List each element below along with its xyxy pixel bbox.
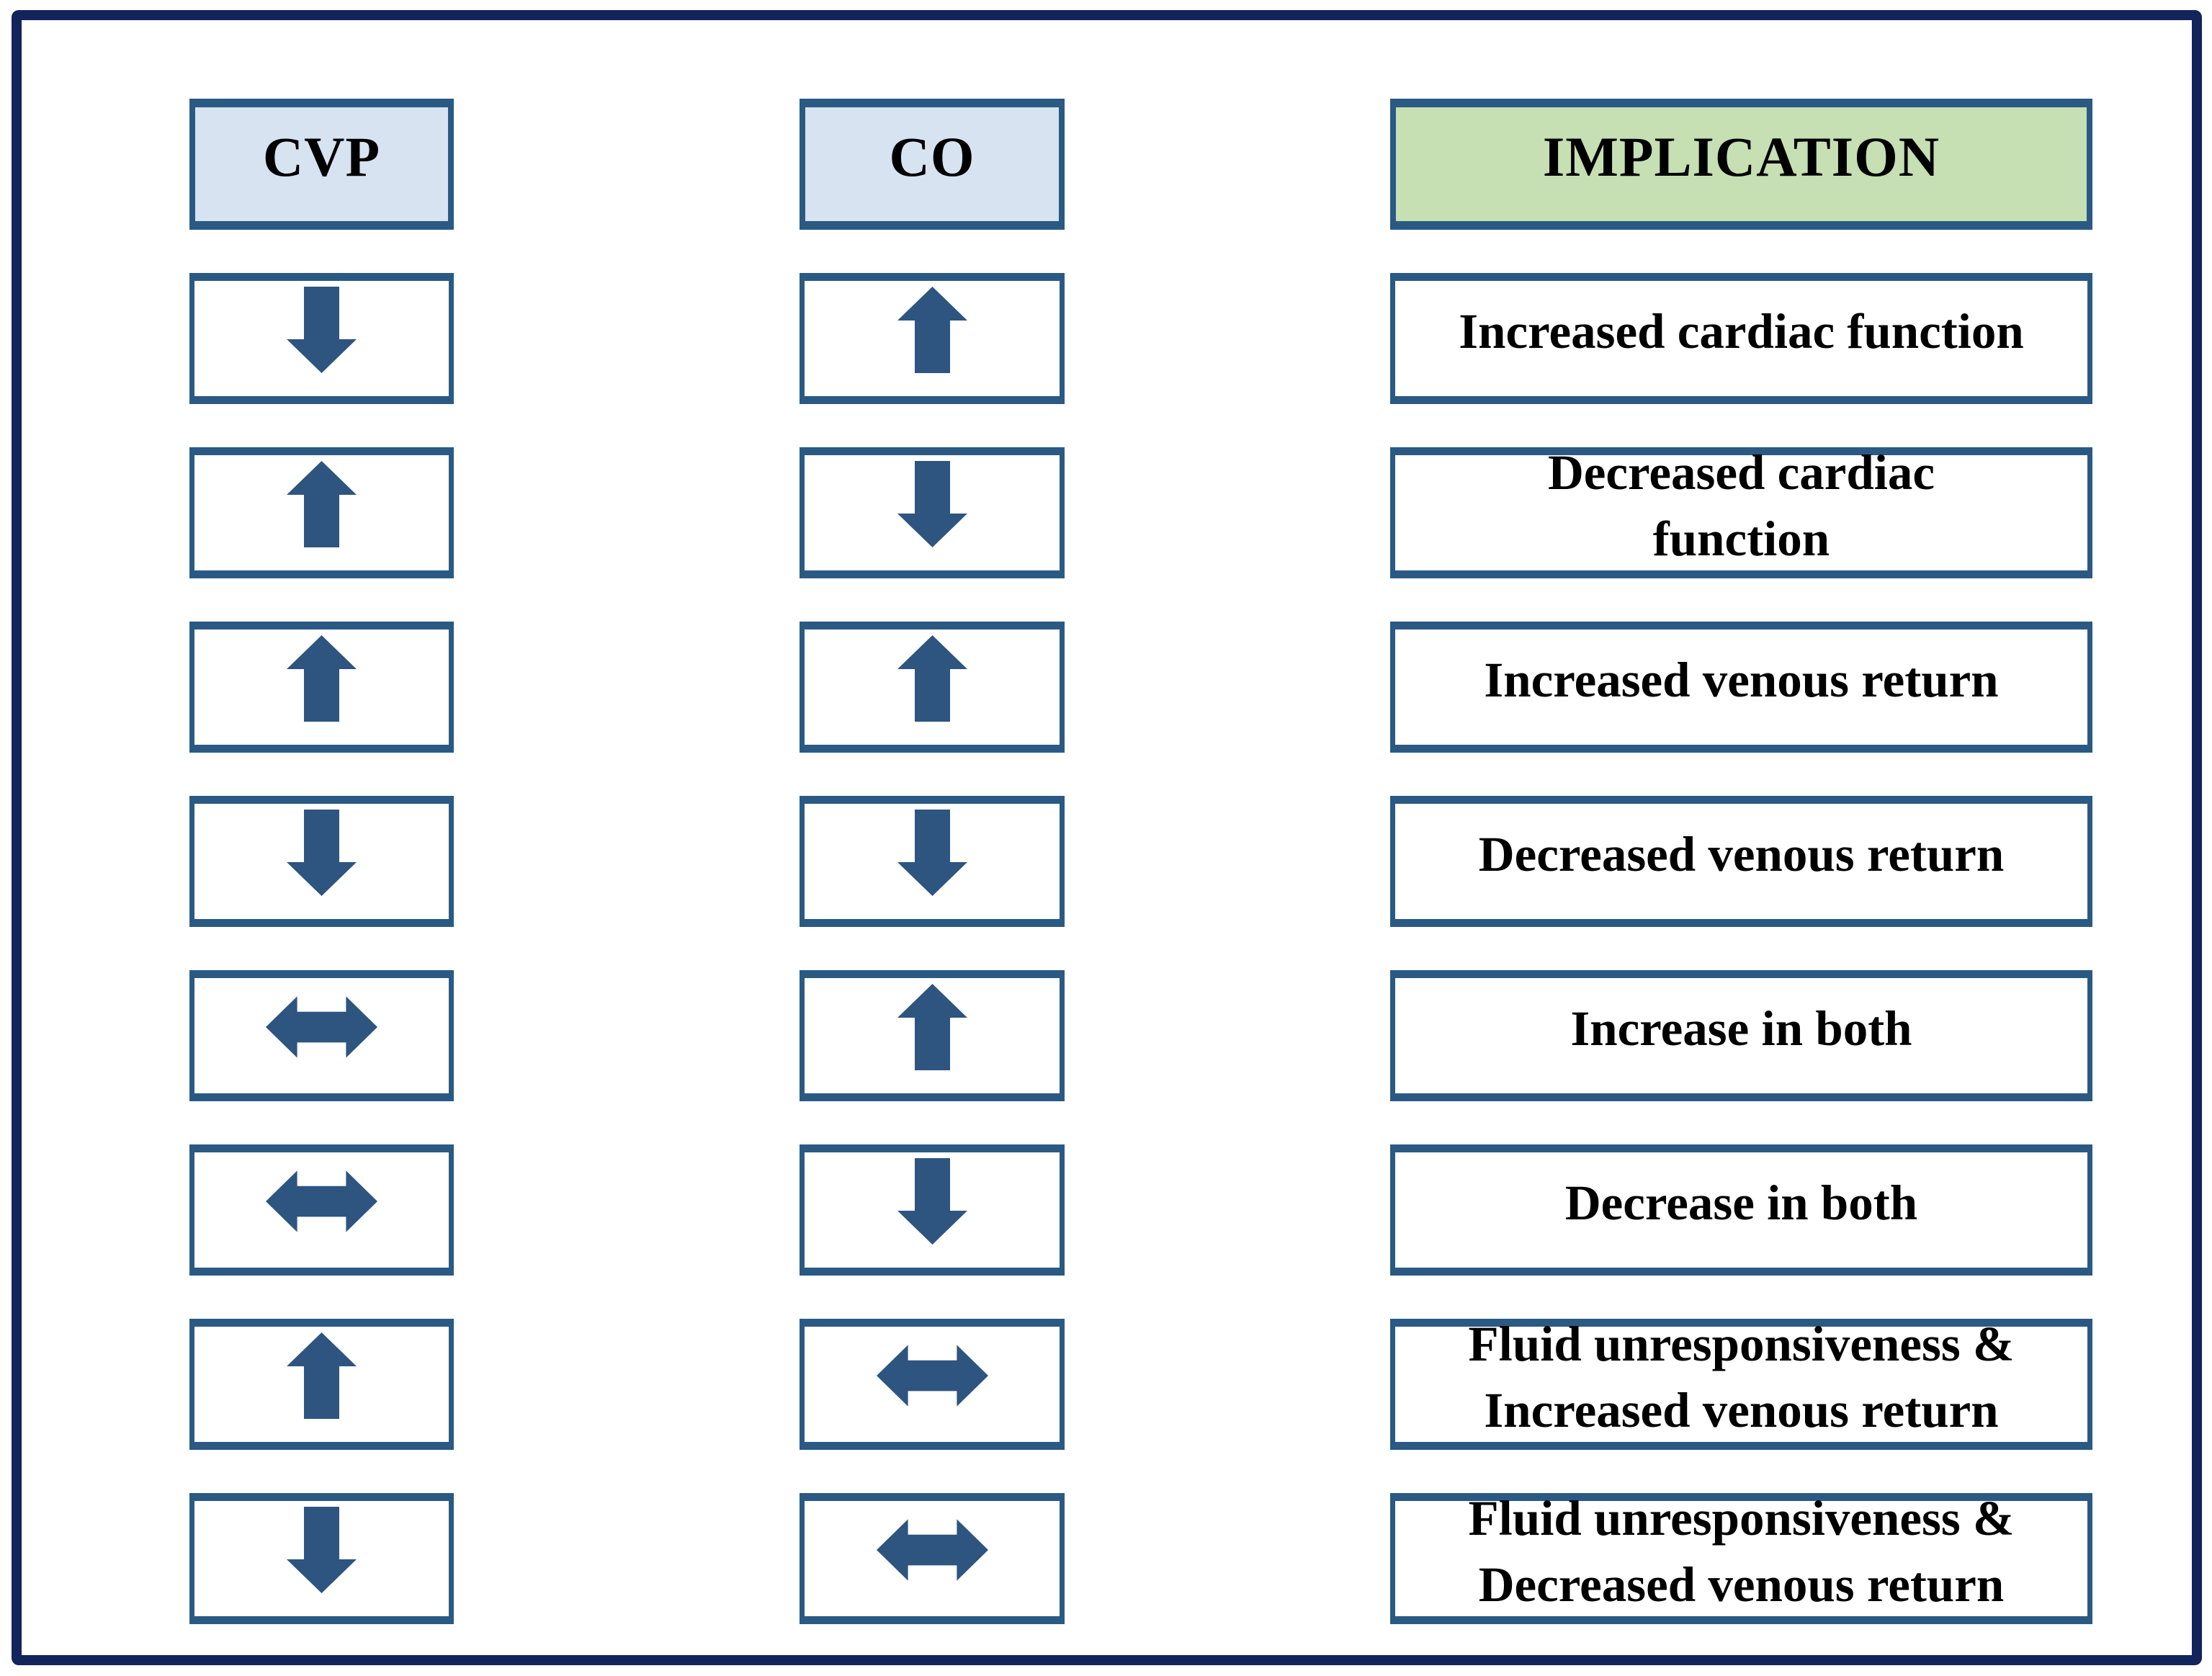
down-arrow-icon bbox=[897, 1158, 967, 1245]
co-arrow-cell-row7 bbox=[800, 1319, 1065, 1450]
cvp-arrow-cell-row6 bbox=[189, 1144, 454, 1276]
up-arrow-icon bbox=[897, 287, 967, 373]
implication-text: Increased venous return bbox=[1484, 647, 1998, 713]
implication-line: Increased cardiac function bbox=[1459, 304, 2024, 359]
down-arrow-icon bbox=[897, 810, 967, 896]
left-right-arrow-icon bbox=[266, 1170, 377, 1232]
implication-line: Decreased venous return bbox=[1478, 1557, 2005, 1612]
implication-cell-row2: Decreased cardiac function bbox=[1390, 445, 2092, 578]
up-arrow-icon bbox=[287, 635, 357, 722]
implication-line: Increase in both bbox=[1570, 1001, 1912, 1056]
co-arrow-cell-row2 bbox=[800, 447, 1065, 578]
implication-cell-row8: Fluid unresponsiveness & Decreased venou… bbox=[1390, 1491, 2092, 1624]
up-arrow-icon bbox=[897, 984, 967, 1070]
cvp-arrow-cell-row8 bbox=[189, 1493, 454, 1624]
implication-column-header: IMPLICATION bbox=[1390, 99, 2092, 230]
implication-line: Decreased cardiac bbox=[1547, 445, 1935, 500]
co-arrow-cell-row8 bbox=[800, 1493, 1065, 1624]
implication-line: Decrease in both bbox=[1564, 1175, 1918, 1230]
implication-cell-row3: Increased venous return bbox=[1390, 622, 2092, 753]
up-arrow-icon bbox=[897, 635, 967, 722]
down-arrow-icon bbox=[287, 810, 357, 896]
left-right-arrow-icon bbox=[266, 996, 377, 1058]
cvp-arrow-cell-row1 bbox=[189, 273, 454, 404]
implication-text: Decreased venous return bbox=[1479, 821, 2005, 887]
cvp-arrow-cell-row7 bbox=[189, 1319, 454, 1450]
implication-text: Increased cardiac function bbox=[1459, 298, 2024, 364]
implication-text: Decreased cardiac function bbox=[1548, 439, 1935, 572]
implication-line: function bbox=[1652, 511, 1830, 566]
implication-line: Increased venous return bbox=[1484, 653, 1999, 707]
co-arrow-cell-row3 bbox=[800, 622, 1065, 753]
implication-cell-row7: Fluid unresponsiveness & Increased venou… bbox=[1390, 1317, 2092, 1450]
implication-line: Fluid unresponsiveness & bbox=[1468, 1491, 2015, 1546]
implication-cell-row4: Decreased venous return bbox=[1390, 796, 2092, 927]
co-arrow-cell-row5 bbox=[800, 970, 1065, 1101]
cvp-arrow-cell-row2 bbox=[189, 447, 454, 578]
co-arrow-cell-row4 bbox=[800, 796, 1065, 927]
down-arrow-icon bbox=[287, 287, 357, 373]
implication-text: Decrease in both bbox=[1565, 1170, 1917, 1236]
up-arrow-icon bbox=[287, 1332, 357, 1419]
cvp-arrow-cell-row5 bbox=[189, 970, 454, 1101]
co-arrow-cell-row1 bbox=[800, 273, 1065, 404]
co-arrow-cell-row6 bbox=[800, 1144, 1065, 1276]
implication-text: Fluid unresponsiveness & Decreased venou… bbox=[1469, 1485, 2015, 1618]
down-arrow-icon bbox=[897, 461, 967, 547]
left-right-arrow-icon bbox=[876, 1519, 988, 1581]
left-right-arrow-icon bbox=[876, 1345, 988, 1407]
implication-cell-row5: Increase in both bbox=[1390, 970, 2092, 1101]
implication-cell-row6: Decrease in both bbox=[1390, 1144, 2092, 1276]
cvp-header-label: CVP bbox=[262, 125, 381, 188]
cvp-arrow-cell-row3 bbox=[189, 622, 454, 753]
cvp-arrow-cell-row4 bbox=[189, 796, 454, 927]
implication-header-label: IMPLICATION bbox=[1542, 125, 1940, 188]
cvp-column-header: CVP bbox=[189, 99, 454, 230]
co-header-label: CO bbox=[889, 125, 975, 188]
implication-line: Increased venous return bbox=[1484, 1383, 1999, 1438]
up-arrow-icon bbox=[287, 461, 357, 547]
down-arrow-icon bbox=[287, 1507, 357, 1593]
implication-cell-row1: Increased cardiac function bbox=[1390, 273, 2092, 404]
co-column-header: CO bbox=[800, 99, 1065, 230]
implication-line: Decreased venous return bbox=[1478, 827, 2005, 882]
implication-text: Fluid unresponsiveness & Increased venou… bbox=[1469, 1311, 2015, 1443]
implication-text: Increase in both bbox=[1570, 995, 1912, 1062]
figure-table: CVP CO IMPLICATION Increased cardiac fun… bbox=[189, 99, 2092, 1624]
implication-line: Fluid unresponsiveness & bbox=[1468, 1317, 2015, 1371]
